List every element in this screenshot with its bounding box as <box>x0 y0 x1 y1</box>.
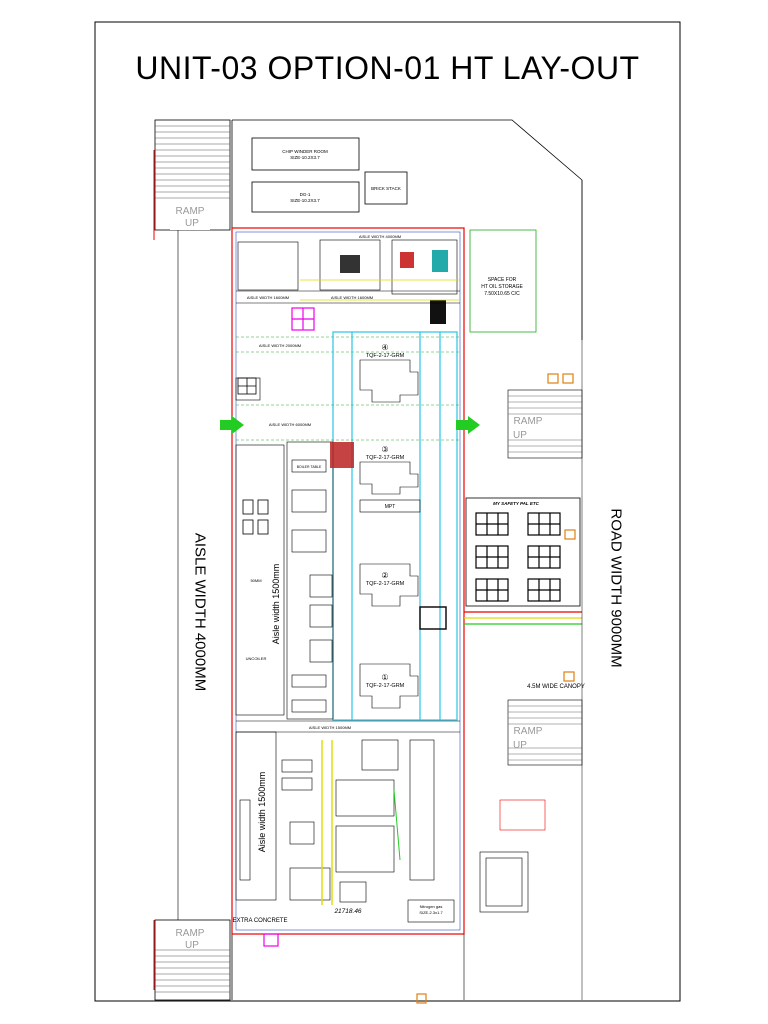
tqf-unit-2: ③ TQF-2-17-GRM <box>359 445 419 495</box>
aisle-top-label: AISLE WIDTH 4000MM <box>359 234 401 239</box>
aisle-1600-b: AISLE WIDTH 1600MM <box>331 295 373 300</box>
ramp-label-top: RAMP <box>176 206 205 217</box>
nitrogen-label: Nitrogen gas <box>420 904 443 909</box>
boiler-table-label: BOILER TABLE <box>297 465 322 469</box>
ramp-label-right-lower: RAMP <box>514 726 543 737</box>
safety-cell-label: MY SAFETY PAL ETC <box>493 501 539 506</box>
fifty-label: 50MM <box>250 578 261 583</box>
aisle-2000-label: AISLE WIDTH 2000MM <box>259 343 301 348</box>
nitrogen-size: SIZE-2.3x1.7 <box>419 910 443 915</box>
main-building <box>231 227 465 935</box>
left-ramp-top: RAMP UP <box>154 119 231 231</box>
top-machinery: AISLE WIDTH 1600MM AISLE WIDTH 1600MM <box>236 239 460 324</box>
magenta-rack <box>291 307 315 331</box>
ht-oil-line-2: HT OIL STORAGE <box>481 284 523 290</box>
ht-oil-line-3: 7.50X10.65 C/C <box>484 291 520 297</box>
up-label-top: UP <box>185 218 199 229</box>
aisle-1500-vertical-b: Aisle width 1500mm <box>257 771 267 853</box>
drawing-title: UNIT-03 OPTION-01 HT LAY-OUT <box>135 50 640 86</box>
tqf-4-label: TQF-2-17-GRM <box>366 683 405 689</box>
bottom-block <box>235 731 435 903</box>
tqf-2-label: TQF-2-17-GRM <box>366 455 405 461</box>
ht-oil-storage: SPACE FOR HT OIL STORAGE 7.50X10.65 C/C <box>469 229 537 333</box>
chip-winder-size: SIZE-10.2X3.7 <box>290 155 320 160</box>
road-width-right-label: ROAD WIDTH 9000MM <box>607 508 625 668</box>
right-ramp-lower: RAMP UP <box>507 699 583 766</box>
mpt-label: MPT <box>385 504 396 510</box>
press-hall <box>332 331 458 721</box>
tqf-1-num: ④ <box>381 343 388 352</box>
tqf-unit-3: ② TQF-2-17-GRM <box>359 563 419 607</box>
right-ramp-upper: RAMP UP <box>507 389 583 459</box>
arrow-right <box>456 416 480 434</box>
stair-block <box>479 799 546 913</box>
drawing-frame <box>94 21 681 1002</box>
aisle-6000-label: AISLE WIDTH 6000MM <box>269 422 311 427</box>
tqf-unit-1: ④ TQF-2-17-GRM <box>359 343 419 403</box>
tqf-1-label: TQF-2-17-GRM <box>366 353 405 359</box>
left-equipment <box>235 377 334 720</box>
extra-concrete-label: EXTRA CONCRETE <box>232 918 287 924</box>
chip-winder-label: CHIP WINDER ROOM <box>282 149 328 154</box>
left-ramp-bottom: RAMP UP <box>154 919 231 1001</box>
aisle-1500-vertical-a: Aisle width 1500mm <box>271 563 281 645</box>
up-label-bottom: UP <box>185 940 199 951</box>
ramp-label-right: RAMP <box>514 416 543 427</box>
small-racks <box>237 377 269 535</box>
up-label-right: UP <box>513 430 527 441</box>
aisle-1600-a: AISLE WIDTH 1600MM <box>247 295 289 300</box>
tqf-3-label: TQF-2-17-GRM <box>366 581 405 587</box>
uncoiler-label: UNCOILER <box>246 656 267 661</box>
tqf-4-num: ① <box>381 673 388 682</box>
dg-label: DG-1 <box>300 192 311 197</box>
dg-size: SIZE-10.2X3.7 <box>290 198 320 203</box>
ramp-label-bottom: RAMP <box>176 928 205 939</box>
arrow-left <box>220 416 244 434</box>
aisle-width-left-label: AISLE WIDTH 4000MM <box>191 532 209 692</box>
brick-stack-label: BRICK STACK <box>371 186 401 191</box>
tqf-unit-4: ① TQF-2-17-GRM <box>359 663 419 709</box>
road-stripes <box>464 611 582 625</box>
ht-oil-line-1: SPACE FOR <box>488 277 517 283</box>
safety-cell: MY SAFETY PAL ETC <box>465 497 581 607</box>
aisle-1500-bottom: AISLE WIDTH 1500MM <box>309 725 351 730</box>
canopy-label: 4.5M WIDE CANOPY <box>527 684 585 690</box>
dimension-label: 21718.46 <box>333 908 361 915</box>
tqf-2-num: ③ <box>381 445 388 454</box>
up-label-right-lower: UP <box>513 740 527 751</box>
tqf-3-num: ② <box>381 571 388 580</box>
